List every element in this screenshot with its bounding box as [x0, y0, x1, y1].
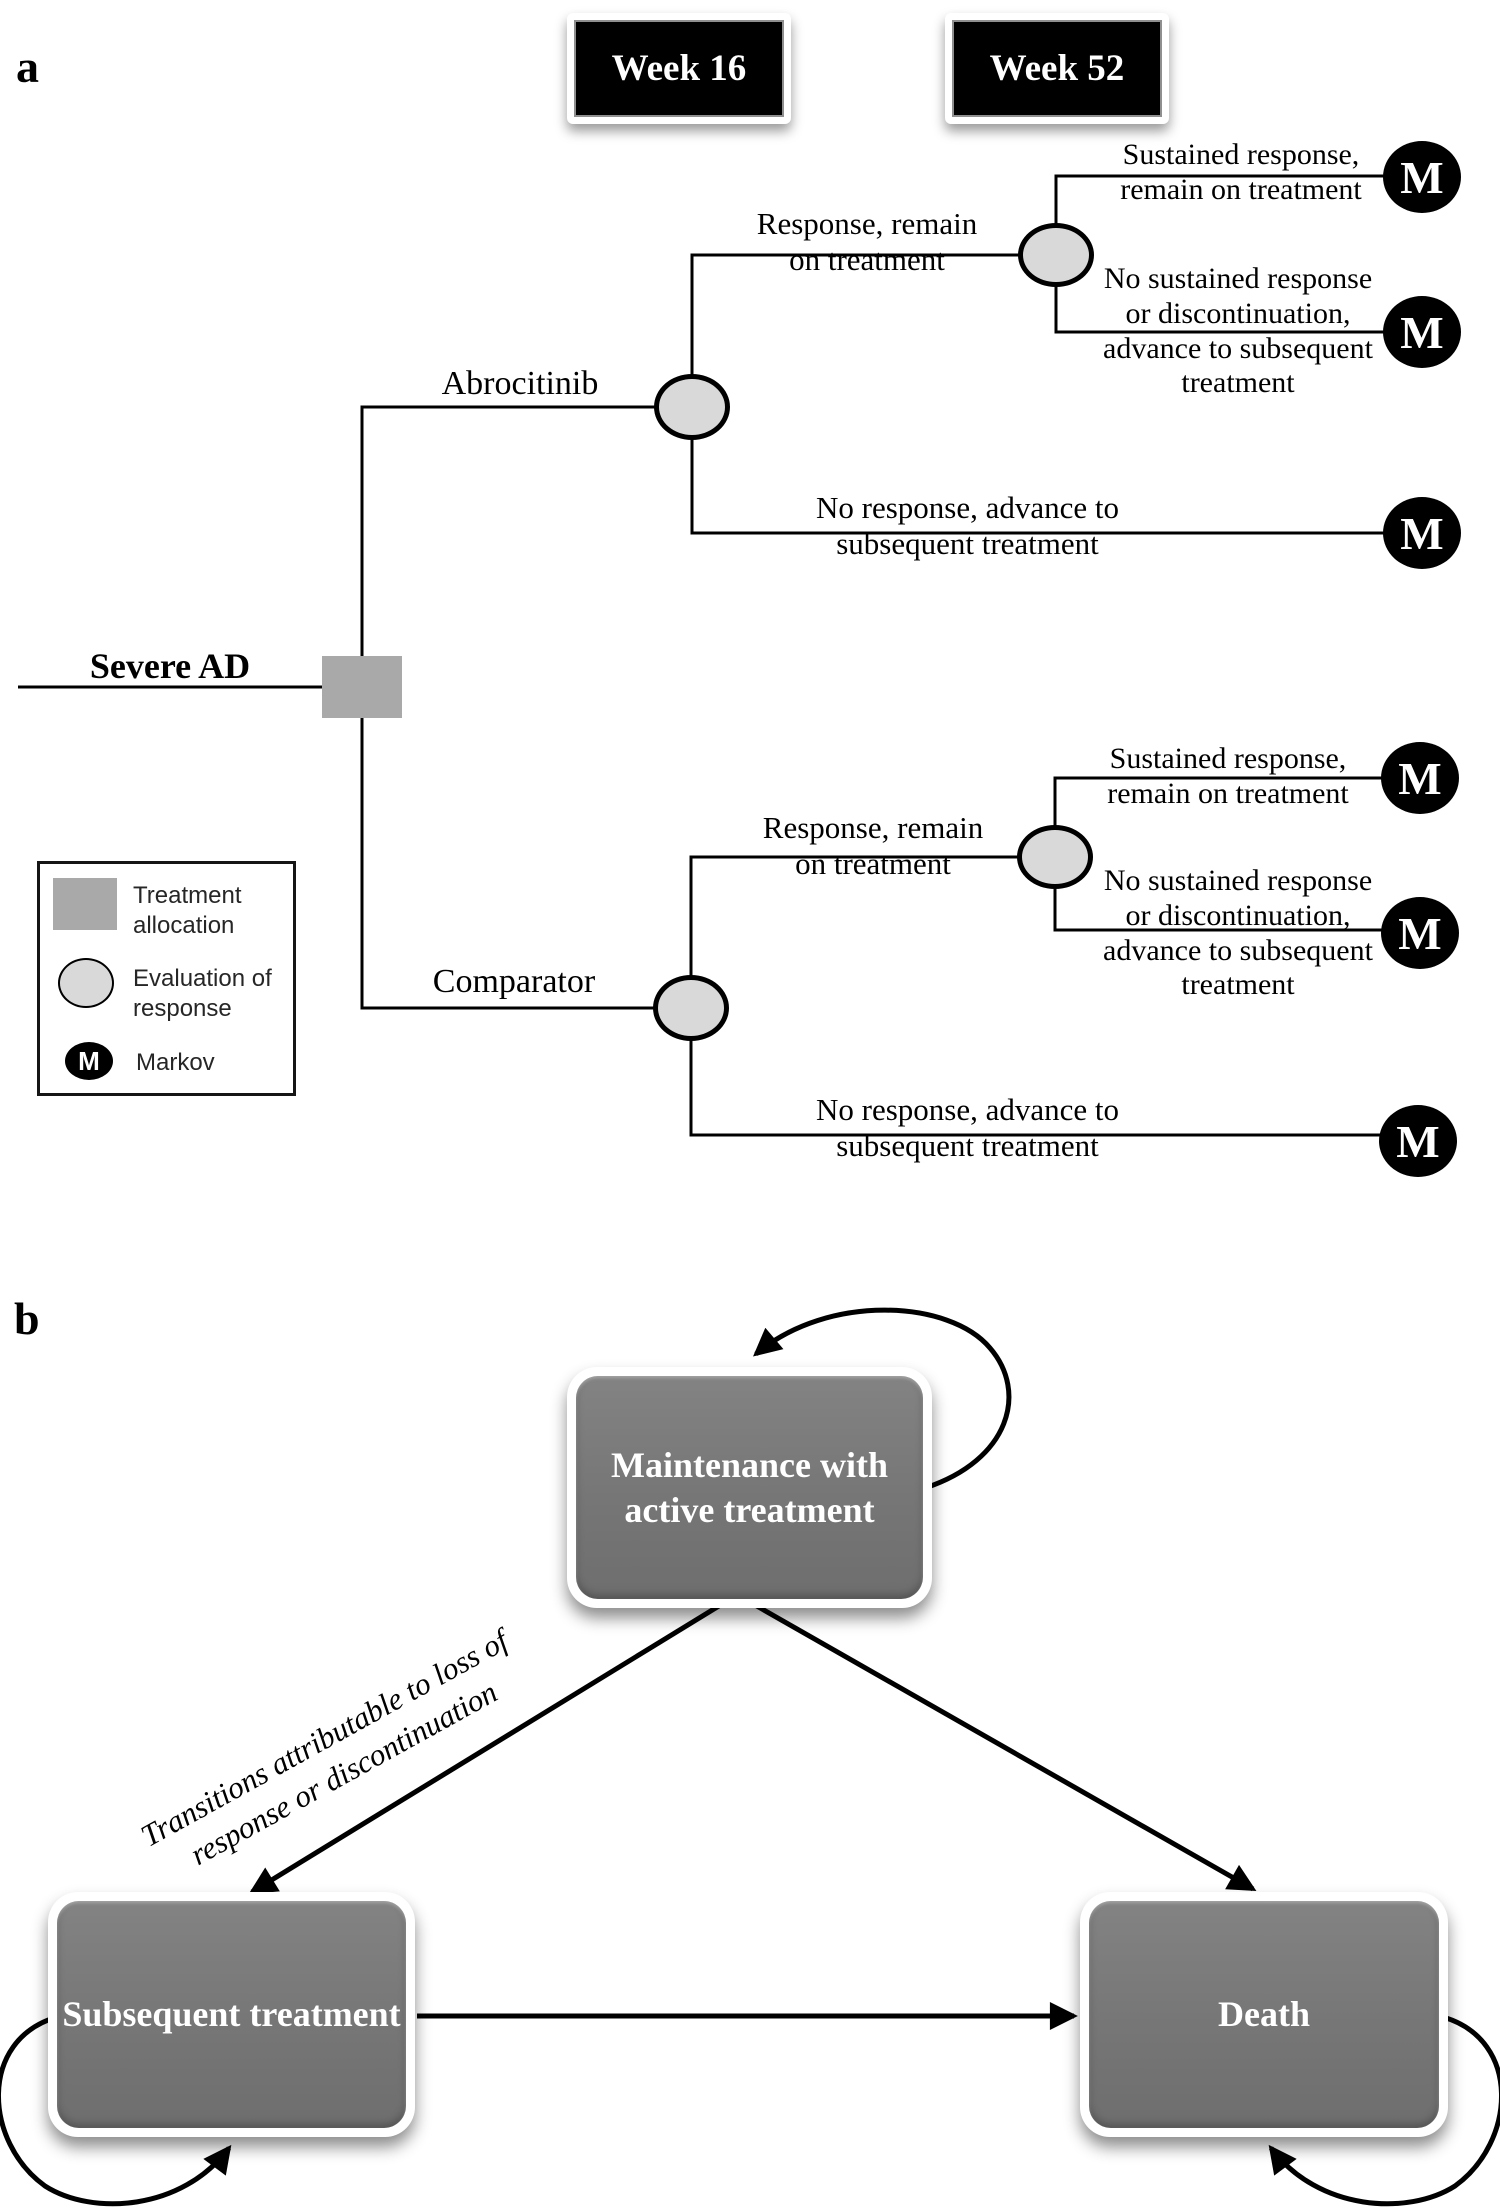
week16-header-text: Week 16	[574, 20, 784, 117]
arm-abrocitinib-label: Abrocitinib	[441, 365, 599, 402]
markov-node-2: M	[1383, 296, 1461, 368]
markov-node-6: M	[1379, 1105, 1457, 1177]
evaluation-node-abrocitinib-week16	[654, 374, 730, 440]
arm-comparator-label: Comparator	[432, 963, 596, 1000]
arrow-maintenance-to-subsequent	[248, 1598, 729, 1895]
week16-header: Week 16	[567, 13, 791, 124]
state-subsequent-label: Subsequent treatment	[57, 1901, 406, 2128]
evaluation-node-comparator-week52	[1017, 825, 1093, 889]
legend-circle-swatch	[58, 958, 114, 1008]
markov-node-5: M	[1381, 897, 1459, 969]
branch-response-comparator: Response, remain on treatment	[762, 810, 984, 881]
subsequent-self-loop	[0, 2014, 232, 2207]
decision-tree-lines	[18, 174, 1388, 1137]
legend-markov-swatch: M	[65, 1042, 113, 1080]
week52-header-text: Week 52	[952, 20, 1162, 117]
evaluation-node-comparator-week16	[653, 975, 729, 1041]
state-maintenance: Maintenance with active treatment	[567, 1367, 932, 1608]
branch-sustained-abrocitinib: Sustained response, remain on treatment	[1120, 138, 1362, 206]
branch-no-sustained-comparator: No sustained response or discontinuation…	[1103, 864, 1373, 1002]
branch-no-response-comparator: No response, advance to subsequent treat…	[815, 1092, 1119, 1163]
markov-node-4: M	[1381, 742, 1459, 814]
markov-transition-arrows	[0, 1307, 1500, 2207]
legend-square-swatch	[53, 878, 117, 930]
maintenance-self-loop	[753, 1307, 1012, 1491]
treatment-allocation-node	[322, 656, 402, 718]
branch-no-sustained-abrocitinib: No sustained response or discontinuation…	[1103, 262, 1373, 400]
panel-b-label: b	[14, 1293, 40, 1344]
legend: Treatment allocation Evaluation of respo…	[37, 861, 296, 1096]
evaluation-node-abrocitinib-week52	[1018, 223, 1094, 287]
legend-markov-label: Markov	[136, 1049, 215, 1076]
death-self-loop	[1268, 2014, 1500, 2207]
arrow-maintenance-to-death	[746, 1598, 1257, 1892]
state-death: Death	[1080, 1892, 1448, 2137]
legend-treatment-allocation-label: Treatment allocation	[133, 882, 242, 940]
root-node-label: Severe AD	[89, 646, 251, 686]
legend-evaluation-label: Evaluation of response	[133, 965, 272, 1023]
markov-node-3: M	[1383, 497, 1461, 569]
branch-sustained-comparator: Sustained response, remain on treatment	[1107, 742, 1349, 810]
panel-a-label: a	[16, 41, 39, 92]
week52-header: Week 52	[945, 13, 1169, 124]
state-subsequent: Subsequent treatment	[48, 1892, 415, 2137]
branch-response-abrocitinib: Response, remain on treatment	[756, 206, 978, 277]
state-death-label: Death	[1089, 1901, 1439, 2128]
state-maintenance-label: Maintenance with active treatment	[576, 1376, 923, 1599]
branch-no-response-abrocitinib: No response, advance to subsequent treat…	[815, 490, 1119, 561]
markov-node-1: M	[1383, 141, 1461, 213]
